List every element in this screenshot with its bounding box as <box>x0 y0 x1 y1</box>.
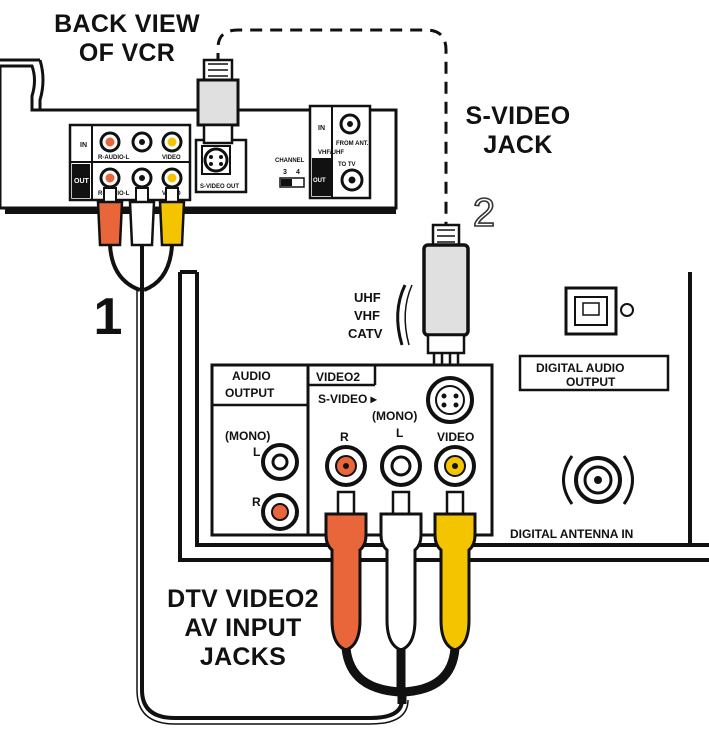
tv-video2-input-jacks <box>325 445 476 487</box>
uhf-bracket <box>396 284 407 346</box>
mono-label: (MONO) <box>372 409 417 423</box>
vcr-channel-label: CHANNEL <box>275 158 305 164</box>
rca-plug-red <box>324 490 368 652</box>
vcr-jacks <box>99 131 183 189</box>
uhf-label: UHF <box>354 290 381 305</box>
video2-l-label: L <box>396 426 403 440</box>
video2-label: VIDEO2 <box>316 370 360 384</box>
vcr-title-line2: OF VCR <box>78 38 176 67</box>
svideo-jack-line1: S-VIDEO <box>465 102 571 130</box>
vcr-to-tv-label: TO TV <box>338 162 356 168</box>
digital-audio-output-jack <box>564 286 634 336</box>
vcr-video-in-label: VIDEO <box>162 155 181 161</box>
step-1-label: 1 <box>93 288 123 346</box>
vcr-ch3-label: 3 <box>283 169 287 176</box>
audio-output-r-label: R <box>252 495 261 509</box>
vcr-ant-in-label: IN <box>318 125 325 132</box>
audio-output-label-1: AUDIO <box>232 369 271 383</box>
av-cable-loop <box>140 290 404 720</box>
vhf-label: VHF <box>354 308 380 323</box>
vcr-out-label: OUT <box>74 178 90 185</box>
rca-plug-white <box>379 490 423 652</box>
vcr-in-label: IN <box>80 142 87 149</box>
video2-video-label: VIDEO <box>437 430 474 444</box>
video2-r-label: R <box>340 430 349 444</box>
mono-left-label: (MONO) <box>225 429 270 443</box>
vcr-from-ant-label: FROM ANT. <box>336 141 369 147</box>
dtv-line3: JACKS <box>199 642 287 671</box>
vcr-ch4-label: 4 <box>296 169 300 176</box>
vcr-svideo-out-jack <box>194 138 248 194</box>
vcr-audio-in-label: R-AUDIO-L <box>98 155 130 161</box>
tv-audio-output-jacks <box>261 443 299 531</box>
digital-antenna-label: DIGITAL ANTENNA IN <box>510 527 633 541</box>
svideo-plug-vcr <box>196 58 240 145</box>
vcr-vhf-uhf-label: VHF/UHF <box>318 150 344 156</box>
vcr-title-line1: BACK VIEW <box>54 10 200 38</box>
vcr-antenna-block <box>308 104 372 200</box>
audio-output-l-label: L <box>253 445 260 459</box>
dtv-line1: DTV VIDEO2 <box>167 585 319 613</box>
vcr-ant-out-label: OUT <box>313 178 326 184</box>
vcr-title: BACK VIEW OF VCR <box>42 10 212 68</box>
digital-audio-label-1: DIGITAL AUDIO <box>536 361 624 375</box>
dtv-line2: AV INPUT <box>184 613 302 642</box>
audio-output-label-2: OUTPUT <box>225 386 275 400</box>
svideo-jack-title: S-VIDEO JACK <box>458 102 578 160</box>
digital-audio-label-2: OUTPUT <box>566 375 616 389</box>
digital-audio-label-box <box>518 354 670 392</box>
vcr-svideo-out-label: S-VIDEO OUT <box>200 184 239 190</box>
digital-antenna-jack <box>562 455 634 505</box>
svideo-plug-tv <box>422 223 470 364</box>
step-2-label: 2 <box>472 190 496 236</box>
tv-svideo-jack <box>426 376 474 424</box>
catv-label: CATV <box>348 326 383 341</box>
svideo-arrow-label: S-VIDEO ▸ <box>318 392 378 406</box>
svideo-jack-line2: JACK <box>483 130 553 159</box>
svideo-cable-dashed <box>216 28 448 225</box>
rca-plug-yellow <box>433 490 477 652</box>
vcr-rca-plugs <box>96 187 186 247</box>
dtv-video2-title: DTV VIDEO2 AV INPUT JACKS <box>158 585 328 671</box>
